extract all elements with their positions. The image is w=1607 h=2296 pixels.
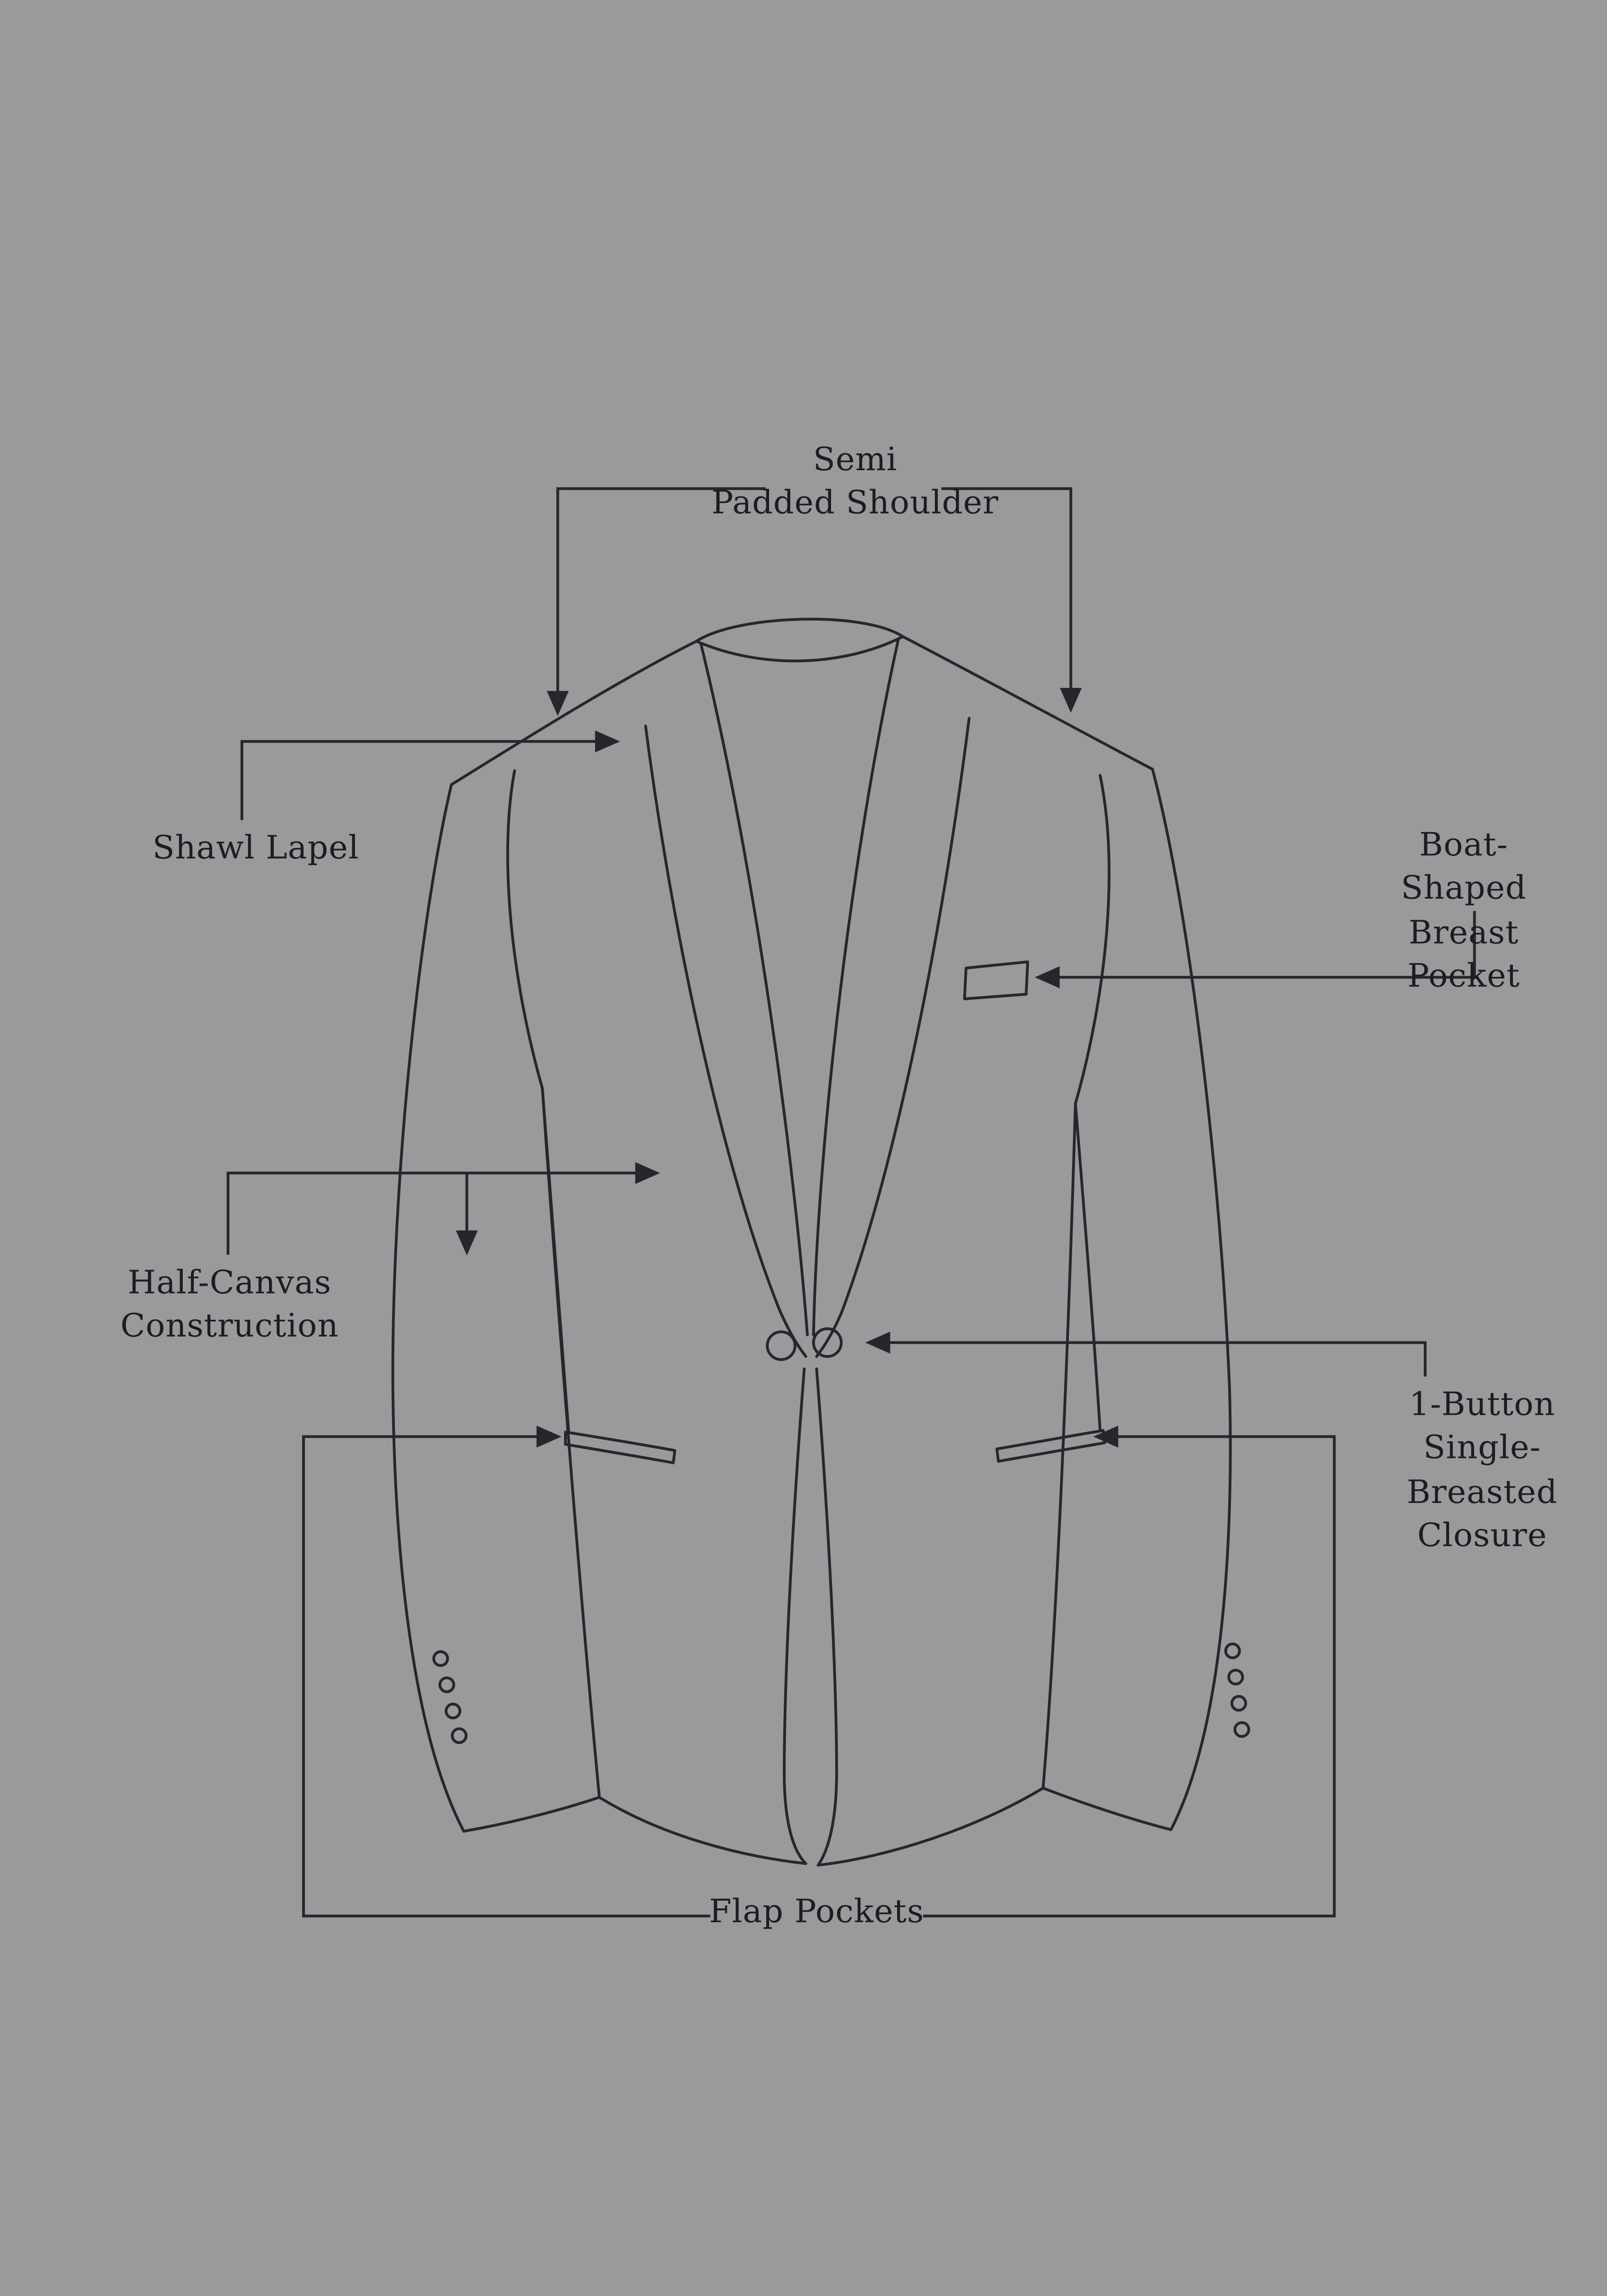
- left-cuff-button: [444, 1702, 461, 1720]
- label-half-canvas-construction: Half-Canvas Construction: [120, 1264, 339, 1345]
- front-button-right: [812, 1327, 843, 1358]
- left-sleeve-outer: [391, 783, 466, 1833]
- leader-shoulder-left: [546, 487, 766, 716]
- right-cuff-button: [1230, 1695, 1247, 1712]
- leader-shoulder-right: [941, 487, 1082, 713]
- right-cuff: [1041, 1786, 1173, 1831]
- left-side-seam: [541, 1086, 570, 1432]
- right-cuff-button: [1224, 1643, 1241, 1660]
- label-boat-shaped-breast-pocket: Boat-Shaped Breast Pocket: [1401, 826, 1527, 995]
- collar-inner-line: [695, 635, 905, 663]
- leader-flap-left: [302, 1425, 710, 1918]
- label-semi-padded-shoulder: Semi Padded Shoulder: [711, 441, 999, 522]
- left-front-edge: [783, 1367, 808, 1865]
- right-sleeve-inner: [1041, 1102, 1077, 1790]
- right-lapel-inner: [812, 638, 900, 1337]
- breast-pocket: [963, 960, 1029, 1001]
- right-side-seam: [1074, 1102, 1101, 1432]
- right-lapel-outer: [815, 717, 971, 1358]
- right-sleeve-outer: [1151, 768, 1232, 1831]
- left-armhole-seam: [506, 769, 544, 1090]
- leader-breast-pocket: [1034, 911, 1476, 989]
- leader-half-canvas: [226, 1162, 660, 1255]
- left-cuff: [462, 1796, 601, 1833]
- left-lapel-inner: [699, 643, 809, 1337]
- left-cuff-button: [438, 1676, 455, 1694]
- right-shoulder-line: [901, 635, 1154, 771]
- right-front-edge: [815, 1367, 838, 1867]
- collar-top-line: [695, 618, 905, 643]
- right-armhole-seam: [1074, 774, 1111, 1105]
- left-lapel-outer: [644, 725, 808, 1358]
- left-shoulder-line: [450, 640, 698, 786]
- callout-leader-lines: [226, 487, 1476, 1918]
- right-hem: [816, 1786, 1045, 1867]
- label-shawl-lapel: Shawl Lapel: [152, 829, 360, 867]
- leader-closure: [865, 1331, 1427, 1377]
- right-cuff-button: [1227, 1669, 1244, 1686]
- left-flap-pocket: [564, 1430, 676, 1464]
- leader-flap-right: [923, 1425, 1336, 1918]
- left-hem: [598, 1796, 808, 1865]
- right-flap-pocket: [995, 1429, 1107, 1463]
- front-button-left: [766, 1330, 797, 1361]
- left-cuff-button: [432, 1650, 449, 1667]
- right-cuff-button: [1233, 1721, 1250, 1738]
- label-one-button-closure: 1-Button Single-Breasted Closure: [1406, 1385, 1558, 1554]
- leader-shawl-lapel: [240, 730, 620, 820]
- label-flap-pockets: Flap Pockets: [709, 1893, 924, 1930]
- left-cuff-button: [450, 1727, 468, 1744]
- jacket-outline: [391, 618, 1250, 1867]
